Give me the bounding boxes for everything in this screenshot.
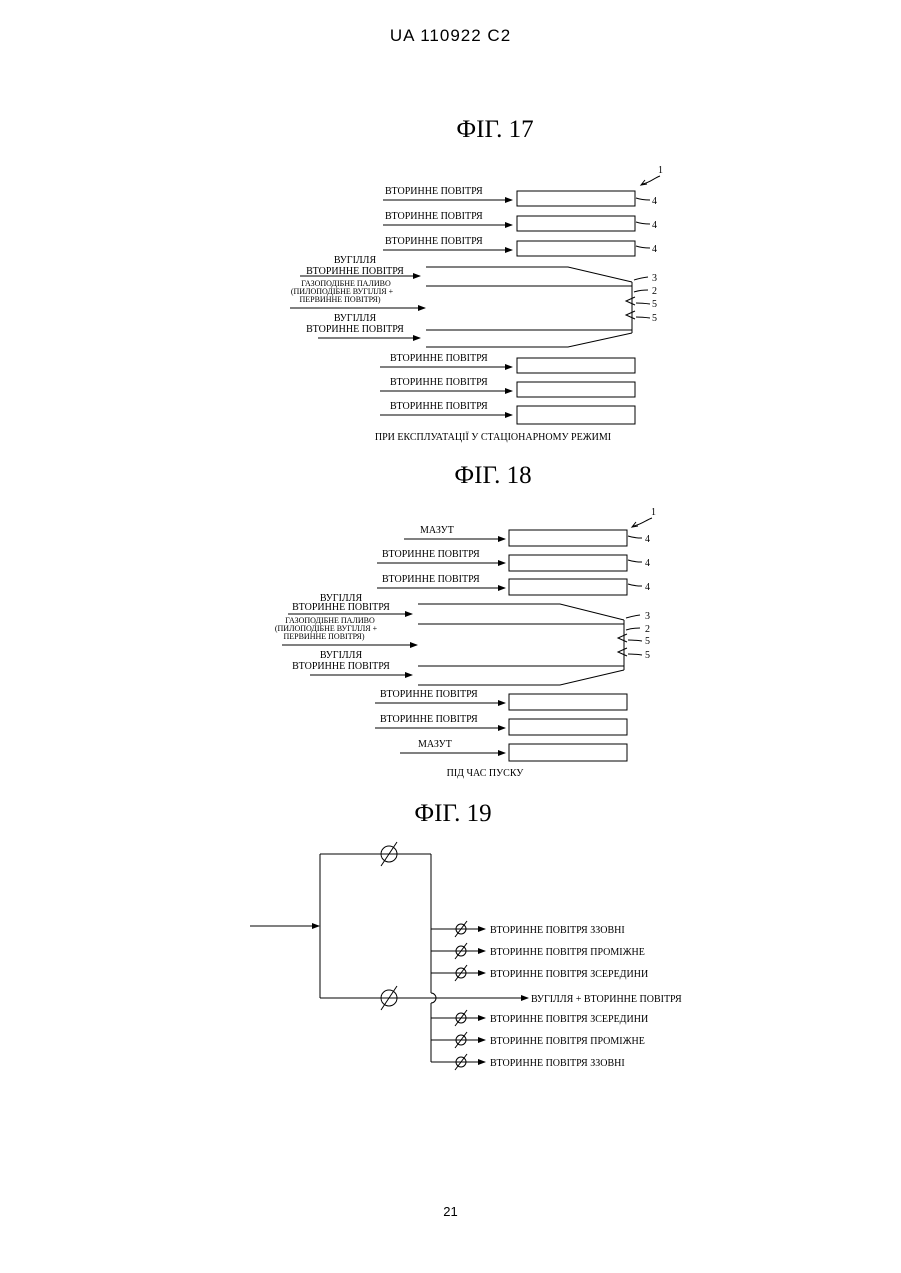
fig18-label-coal: ВУГІЛЛЯ	[320, 650, 363, 661]
fig19-output-label: ВТОРИННЕ ПОВІТРЯ ЗЗОВНІ	[490, 925, 625, 936]
fig17-label-coal: ВУГІЛЛЯ	[334, 313, 377, 324]
fig19-output-label: ВТОРИННЕ ПОВІТРЯ ЗЗОВНІ	[490, 1058, 625, 1069]
fig17-ref-1: 1	[658, 165, 663, 176]
fig18-stabilizer	[618, 648, 627, 656]
fig17-label-secondary-air: ВТОРИННЕ ПОВІТРЯ	[385, 186, 483, 197]
fig17-leader	[636, 317, 650, 318]
fig19-output-label: ВТОРИННЕ ПОВІТРЯ ЗСЕРЕДИНИ	[490, 969, 648, 980]
fig18-num-2: 2	[645, 624, 650, 635]
fig17-label-secondary-air: ВТОРИННЕ ПОВІТРЯ	[306, 266, 404, 277]
fig17-leader	[634, 277, 648, 280]
fig19-main-output-label: ВУГІЛЛЯ + ВТОРИННЕ ПОВІТРЯ	[531, 994, 682, 1005]
fig18-ref-1: 1	[651, 507, 656, 518]
fig18-label-secondary-air: ВТОРИННЕ ПОВІТРЯ	[382, 549, 480, 560]
fig17-num-4: 4	[652, 196, 657, 207]
fig17-label-coal: ВУГІЛЛЯ	[334, 255, 377, 266]
fig18-caption: ПІД ЧАС ПУСКУ	[447, 768, 525, 779]
fig17-num-3: 3	[652, 273, 657, 284]
fig17-leader	[634, 290, 648, 292]
fig18-leader	[626, 628, 640, 630]
fig18-label-secondary-air: ВТОРИННЕ ПОВІТРЯ	[380, 689, 478, 700]
fig17-num-4: 4	[652, 244, 657, 255]
fig17-num-5: 5	[652, 299, 657, 310]
fig17-leader	[636, 222, 650, 224]
fig17-leader	[636, 303, 650, 304]
fig18-label-secondary-air: ВТОРИННЕ ПОВІТРЯ	[292, 661, 390, 672]
fig19-title: ФІГ. 19	[414, 800, 491, 827]
fig18-leader	[628, 560, 642, 562]
fig18-label-mazut: МАЗУТ	[420, 525, 454, 536]
fig18-leader	[628, 654, 642, 655]
fig18-label-secondary-air: ВТОРИННЕ ПОВІТРЯ	[380, 714, 478, 725]
fig18-nozzle	[509, 719, 627, 735]
fig19-output-label: ВТОРИННЕ ПОВІТРЯ ПРОМІЖНЕ	[490, 947, 645, 958]
figure-18: ФІГ. 18 1 МАЗУТ 4 ВТОРИННЕ ПОВІТРЯ 4 ВТО…	[275, 462, 656, 779]
fig18-outer-wall-bottom	[418, 670, 624, 685]
fig18-label-secondary-air: ВТОРИННЕ ПОВІТРЯ	[382, 574, 480, 585]
fig17-nozzle	[517, 216, 635, 231]
fig18-title: ФІГ. 18	[454, 462, 531, 489]
fig17-num-2: 2	[652, 286, 657, 297]
fig17-leader	[636, 198, 650, 200]
fig17-label-secondary-air: ВТОРИННЕ ПОВІТРЯ	[390, 401, 488, 412]
fig17-nozzle	[517, 191, 635, 206]
fig17-label-secondary-air: ВТОРИННЕ ПОВІТРЯ	[306, 324, 404, 335]
fig18-num-5: 5	[645, 636, 650, 647]
fig17-stabilizer	[626, 297, 635, 305]
fig18-leader	[628, 584, 642, 586]
fig18-nozzle	[509, 579, 627, 595]
fig18-num-5: 5	[645, 650, 650, 661]
fig17-stabilizer	[626, 311, 635, 319]
fig17-label-secondary-air: ВТОРИННЕ ПОВІТРЯ	[390, 353, 488, 364]
fig18-leader	[628, 536, 642, 538]
fig17-num-4: 4	[652, 220, 657, 231]
fig18-nozzle	[509, 694, 627, 710]
fig18-stabilizer	[618, 634, 627, 642]
figure-17: ФІГ. 17 1 ВТОРИННЕ ПОВІТРЯ 4 ВТОРИННЕ ПО…	[290, 116, 663, 443]
fig17-nozzle	[517, 241, 635, 256]
fig18-num-4: 4	[645, 582, 650, 593]
fig18-leader	[626, 615, 640, 618]
fig18-nozzle	[509, 555, 627, 571]
fig17-nozzle	[517, 406, 635, 424]
fig18-num-4: 4	[645, 534, 650, 545]
fig18-label-secondary-air: ВТОРИННЕ ПОВІТРЯ	[292, 602, 390, 613]
figure-19: ФІГ. 19 ВУГІЛЛЯ + ВТОРИННЕ ПОВІТРЯ ВТОРИ…	[250, 800, 682, 1070]
fig17-label-secondary-air: ВТОРИННЕ ПОВІТРЯ	[385, 211, 483, 222]
fig18-nozzle	[509, 744, 627, 761]
fig18-leader	[628, 640, 642, 641]
fig19-output-label: ВТОРИННЕ ПОВІТРЯ ЗСЕРЕДИНИ	[490, 1014, 648, 1025]
fig17-nozzle	[517, 358, 635, 373]
page-number: 21	[0, 1204, 901, 1219]
fig17-num-5: 5	[652, 313, 657, 324]
fig19-output-label: ВТОРИННЕ ПОВІТРЯ ПРОМІЖНЕ	[490, 1036, 645, 1047]
fig18-nozzle	[509, 530, 627, 546]
fig18-label-gas-fuel-3: ПЕРВИННЕ ПОВІТРЯ)	[283, 632, 364, 641]
fig17-outer-wall-bottom	[426, 333, 632, 347]
fig18-outer-wall-top	[418, 604, 624, 620]
fig17-nozzle	[517, 382, 635, 397]
fig17-leader	[636, 246, 650, 248]
fig17-caption: ПРИ ЕКСПЛУАТАЦІЇ У СТАЦІОНАРНОМУ РЕЖИМІ	[375, 431, 611, 443]
fig18-label-mazut: МАЗУТ	[418, 739, 452, 750]
fig17-title: ФІГ. 17	[456, 116, 533, 143]
fig18-num-4: 4	[645, 558, 650, 569]
fig17-label-gas-fuel-3: ПЕРВИННЕ ПОВІТРЯ)	[299, 295, 380, 304]
fig17-outer-wall-top	[426, 267, 632, 282]
fig17-label-secondary-air: ВТОРИННЕ ПОВІТРЯ	[390, 377, 488, 388]
fig17-label-secondary-air: ВТОРИННЕ ПОВІТРЯ	[385, 236, 483, 247]
fig18-num-3: 3	[645, 611, 650, 622]
